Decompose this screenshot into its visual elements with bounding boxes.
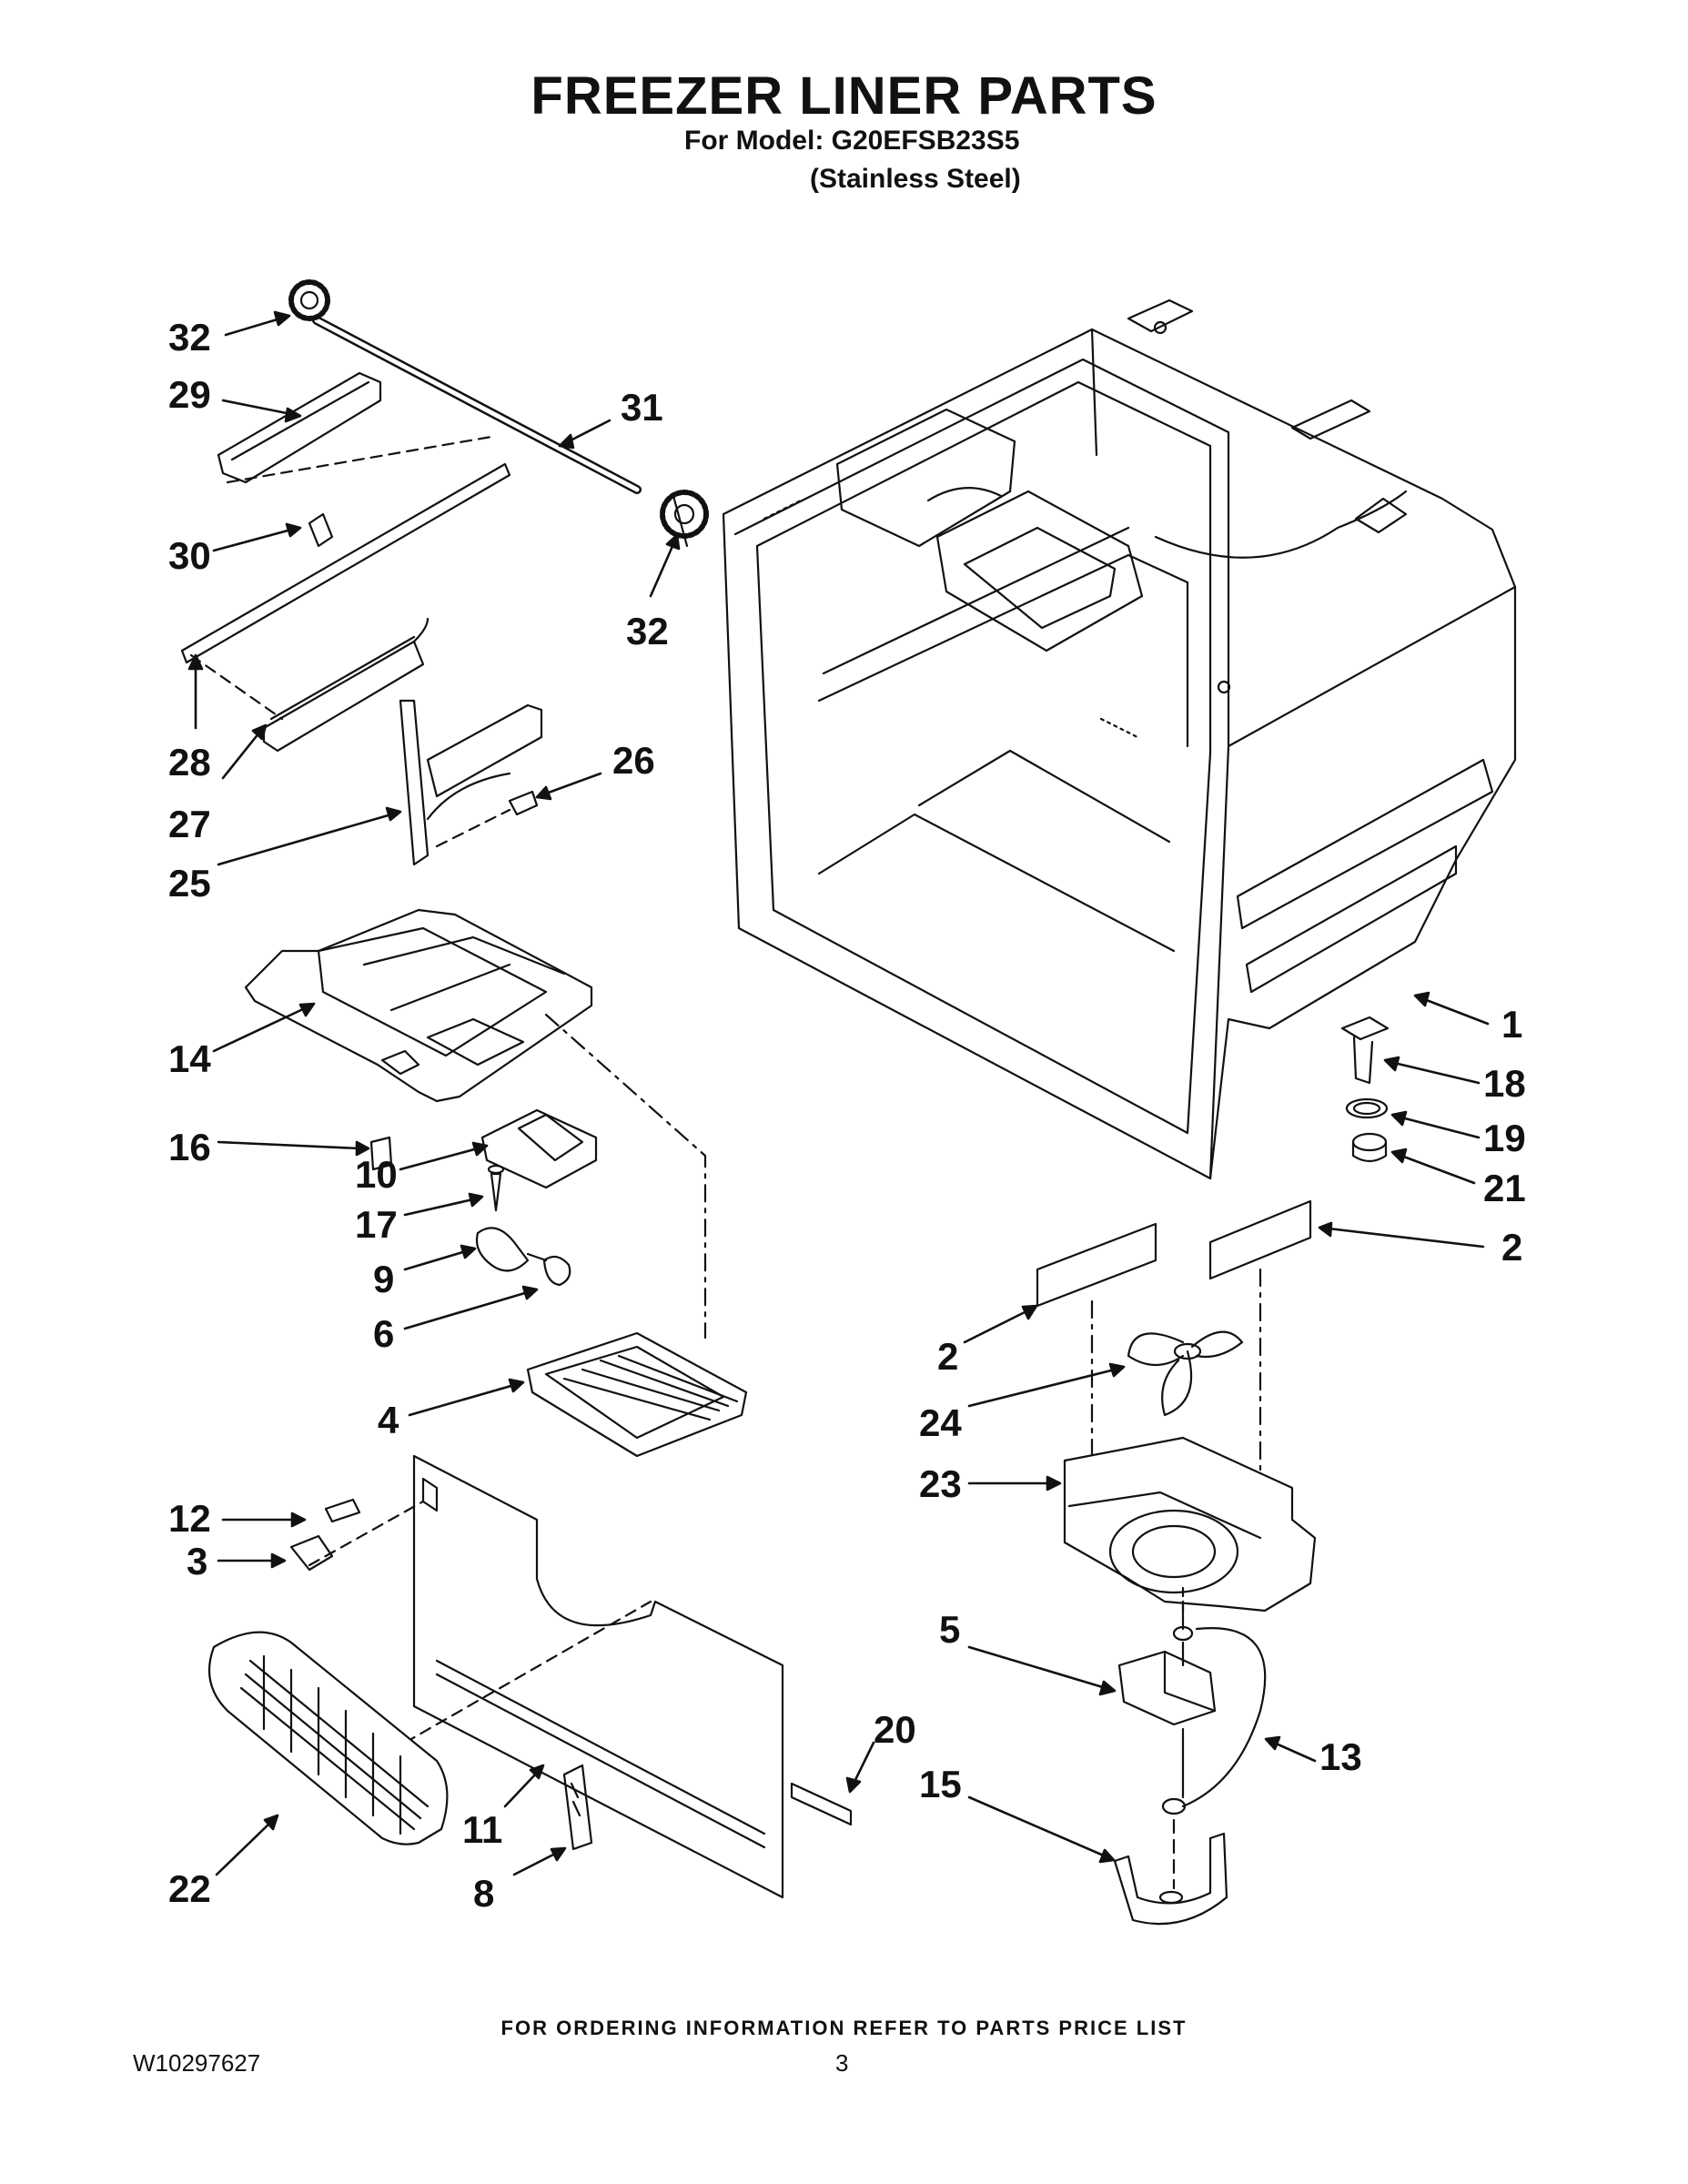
gear-mid: [660, 490, 709, 548]
callout-label: 21: [1483, 1167, 1526, 1209]
model-finish: (Stainless Steel): [810, 164, 1021, 194]
callout-label: 10: [355, 1153, 398, 1196]
callout-label: 22: [168, 1867, 211, 1910]
callout-label: 13: [1319, 1735, 1362, 1778]
callout-label: 8: [473, 1872, 494, 1915]
callout-label: 2: [1501, 1226, 1522, 1269]
callout-label: 15: [919, 1763, 962, 1805]
callout-label: 12: [168, 1497, 211, 1540]
callout-label: 17: [355, 1203, 398, 1246]
callout-label: 20: [874, 1708, 916, 1751]
callout-label: 3: [187, 1540, 207, 1582]
callout-label: 19: [1483, 1117, 1526, 1159]
callout-label: 11: [462, 1808, 502, 1851]
callout-label: 30: [168, 534, 211, 577]
page-title: FREEZER LINER PARTS: [531, 66, 1157, 126]
callout-labels: 32 29 31 30 32 28 27 26 25 14 16 10 17 9…: [168, 316, 1526, 1915]
callout-label: 5: [939, 1608, 960, 1651]
callout-label: 29: [168, 373, 211, 416]
grille: [207, 1631, 449, 1845]
callout-label: 16: [168, 1126, 211, 1168]
callout-label: 32: [626, 610, 669, 652]
gear-top: [288, 279, 330, 321]
ordering-note: FOR ORDERING INFORMATION REFER TO PARTS …: [500, 2017, 1188, 2039]
callout-label: 14: [168, 1037, 211, 1080]
callout-label: 9: [373, 1258, 394, 1300]
callout-label: 25: [168, 862, 211, 905]
fan-shroud: [1063, 1436, 1317, 1613]
callout-label: 28: [168, 741, 211, 784]
callout-label: 1: [1501, 1003, 1522, 1046]
callout-label: 23: [919, 1462, 962, 1505]
callout-label: 6: [373, 1312, 394, 1355]
callout-label: 26: [612, 739, 655, 782]
callout-label: 2: [937, 1335, 958, 1378]
model-number: For Model: G20EFSB23S5: [684, 126, 1020, 156]
page-number: 3: [835, 2049, 849, 2077]
document-number: W10297627: [133, 2049, 261, 2077]
callout-label: 18: [1483, 1062, 1526, 1105]
callout-label: 24: [919, 1401, 962, 1444]
callout-label: 4: [378, 1399, 399, 1441]
callout-label: 32: [168, 316, 211, 359]
freezer-liner: [722, 298, 1517, 1180]
callout-label: 31: [621, 386, 663, 429]
evaporator-cover: [244, 908, 707, 1340]
callout-label: 27: [168, 803, 211, 845]
